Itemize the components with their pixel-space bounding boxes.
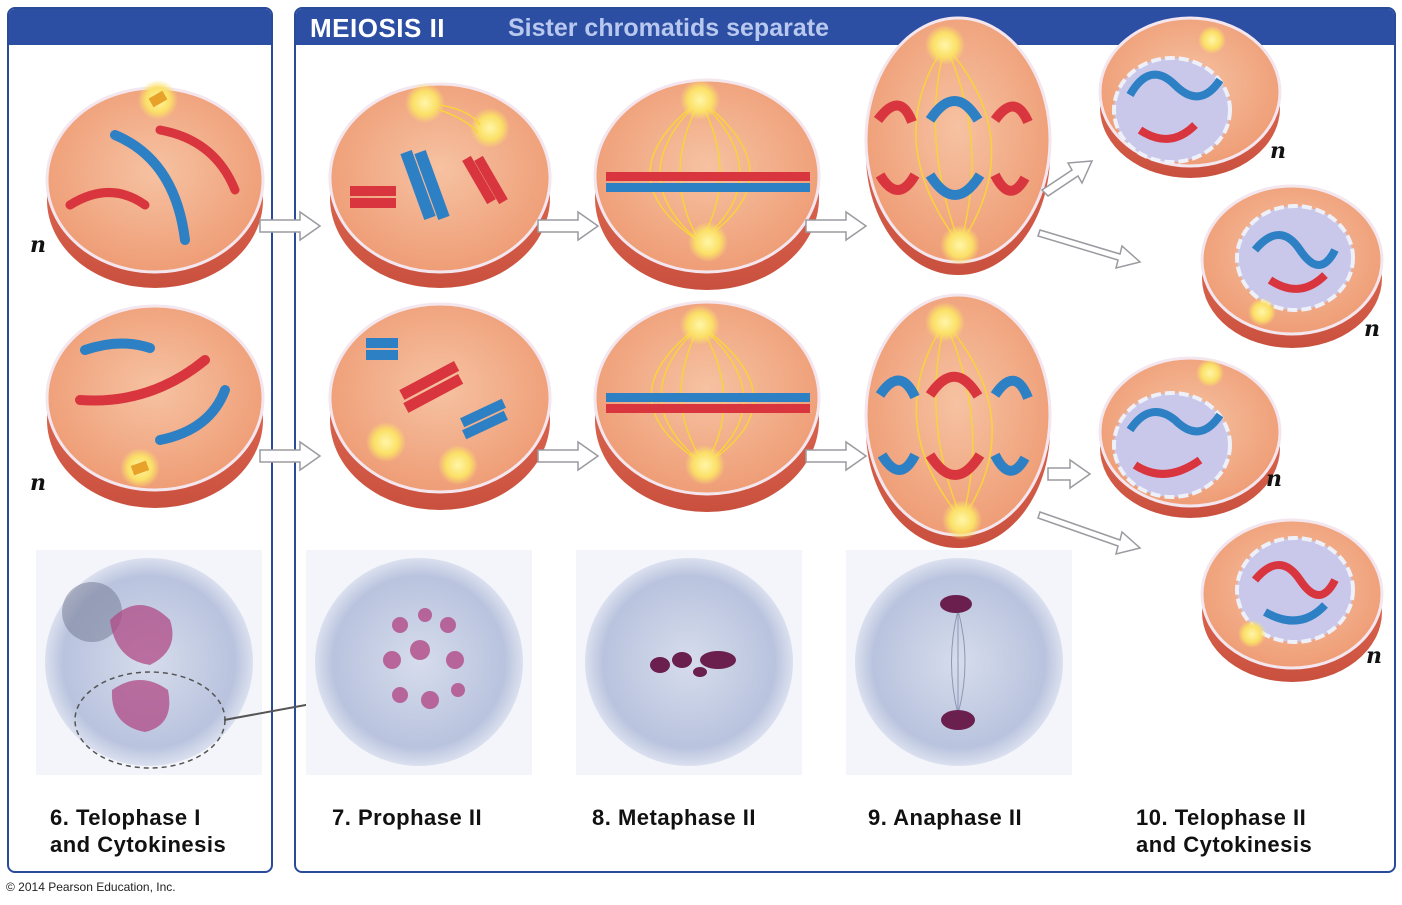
arrow-9-to-10-c [1047,458,1092,490]
meiosis-ii-subtitle: Sister chromatids separate [508,14,829,42]
ploidy-marker: n [30,470,46,496]
stage6-cell-top [45,80,265,288]
ploidy-marker: n [1366,643,1382,669]
left-panel-header [9,9,271,45]
arrow-7-to-8-top [537,210,600,242]
arrow-9-to-10-b [1037,229,1142,270]
stage10-cell-4 [1200,518,1384,682]
micrograph-metaphase-ii [576,550,802,775]
stage10-cell-2 [1200,184,1384,348]
stage9-cell-bottom [864,293,1052,548]
stage9-cell-top [864,16,1052,275]
arrow-6-to-7-top [259,210,322,242]
arrow-8-to-9-bottom [805,440,868,472]
arrow-9-to-10-d [1037,511,1142,556]
stage8-cell-bottom [593,300,821,512]
ploidy-marker: n [1266,466,1282,492]
stage7-cell-top [328,82,552,288]
stage7-cell-bottom [328,302,552,510]
meiosis-ii-title: MEIOSIS II [310,13,446,43]
micrograph-prophase-ii [306,550,532,775]
ploidy-marker: n [1270,138,1286,164]
stage-label-anaphase-ii: 9. Anaphase II [868,805,1023,830]
meiosis-ii-header: MEIOSIS II Sister chromatids separate [296,9,1394,45]
ploidy-marker: n [1364,316,1380,342]
stage6-cell-bottom [45,304,265,508]
stage-label-prophase-ii: 7. Prophase II [332,805,483,830]
micrograph-anaphase-ii [846,550,1072,775]
stage10-cell-3 [1098,356,1282,518]
copyright-notice: © 2014 Pearson Education, Inc. [6,880,176,894]
stage-label-metaphase-ii: 8. Metaphase II [592,805,757,830]
arrow-9-to-10-a [1040,160,1094,197]
arrow-6-to-7-bottom [259,440,322,472]
micrograph-telophase-i [36,550,262,775]
arrow-8-to-9-top [805,210,868,242]
ploidy-marker: n [30,232,46,258]
stage8-cell-top [593,78,821,290]
arrow-7-to-8-bottom [537,440,600,472]
progression-arrows [259,160,1142,556]
stage10-cell-1 [1098,16,1282,178]
